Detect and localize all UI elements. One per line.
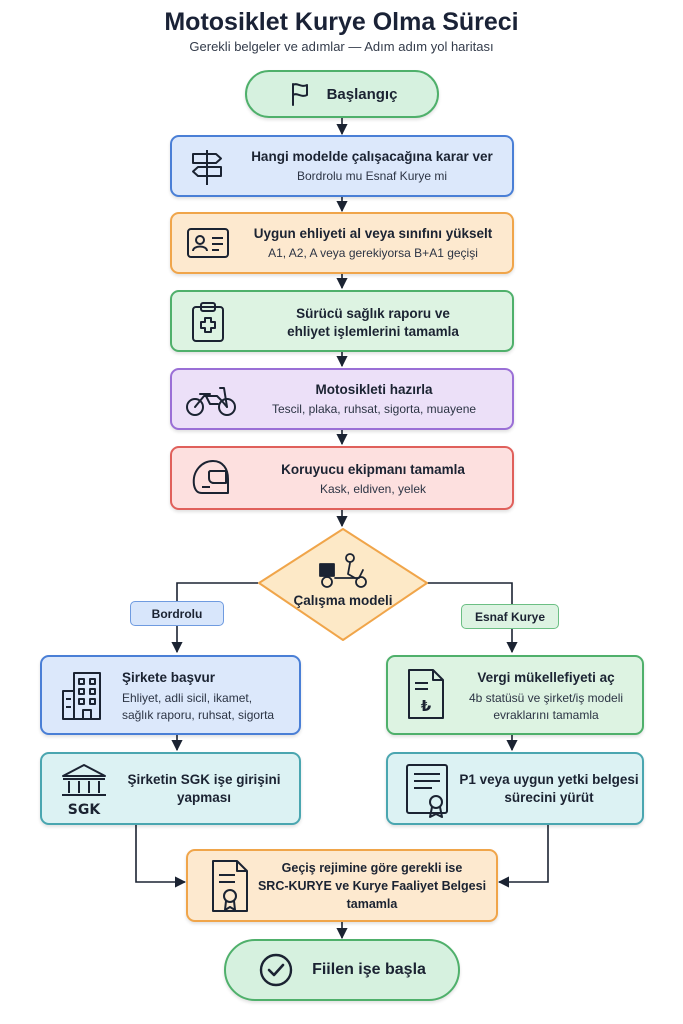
step-title: Şirkete başvur xyxy=(122,670,216,685)
decision-diamond xyxy=(258,528,428,641)
step-title-line1: Şirketin SGK işe girişini xyxy=(127,772,281,787)
step-desc: Bordrolu mu Esnaf Kurye mi xyxy=(296,169,448,183)
license-card-icon xyxy=(187,228,229,258)
motorcycle-icon xyxy=(186,387,236,416)
certificate-icon xyxy=(406,764,448,818)
certificate-document-icon xyxy=(212,860,248,912)
step-tax-registration: ₺ Vergi mükellefiyeti aç 4b statüsü ve ş… xyxy=(386,655,644,735)
end-label: Fiilen işe başla xyxy=(312,961,426,978)
step-title-line1: P1 veya uygun yetki belgesi xyxy=(459,772,639,787)
step-title-line2: yapması xyxy=(176,790,232,805)
start-node: Başlangıç xyxy=(245,70,439,118)
check-circle-icon xyxy=(259,953,293,987)
branch-tag-esnaf: Esnaf Kurye xyxy=(461,604,559,629)
page-title: Motosiklet Kurye Olma Süreci xyxy=(164,8,519,36)
step-health-report: Sürücü sağlık raporu ve ehliyet işlemler… xyxy=(170,290,514,352)
step-title-line2: ehliyet işlemlerini tamamla xyxy=(287,324,459,339)
merge-line3: tamamla xyxy=(346,897,398,911)
decision-label: Çalışma modeli xyxy=(293,593,393,608)
step-desc-line2: sağlık raporu, ruhsat, sigorta xyxy=(122,708,275,722)
building-icon xyxy=(62,672,101,720)
svg-text:SGK: SGK xyxy=(68,802,102,818)
step-desc-line2: evraklarını tamamla xyxy=(493,708,599,722)
svg-text:₺: ₺ xyxy=(421,697,432,715)
step-title: Motosikleti hazırla xyxy=(315,382,433,397)
start-label: Başlangıç xyxy=(326,85,398,103)
step-p1-certificate: P1 veya uygun yetki belgesi sürecini yür… xyxy=(386,752,644,825)
signpost-icon xyxy=(192,150,222,185)
step-desc-line1: Ehliyet, adli sicil, ikamet, xyxy=(122,691,253,705)
step-desc: Kask, eldiven, yelek xyxy=(319,482,427,496)
flag-icon xyxy=(291,83,308,106)
merge-line2: SRC-KURYE ve Kurye Faaliyet Belgesi xyxy=(257,879,487,893)
tax-document-lira-icon: ₺ xyxy=(408,669,444,719)
sgk-institution-icon: SGK xyxy=(62,764,106,818)
end-node: Fiilen işe başla xyxy=(224,939,460,1001)
step-title-line2: sürecini yürüt xyxy=(504,790,594,805)
step-title-line1: Sürücü sağlık raporu ve xyxy=(296,306,450,321)
step-title: Hangi modelde çalışacağına karar ver xyxy=(251,149,493,164)
merge-line1: Geçiş rejimine göre gerekli ise xyxy=(281,861,463,875)
step-prepare-motorcycle: Motosikleti hazırla Tescil, plaka, ruhsa… xyxy=(170,368,514,430)
delivery-scooter-icon xyxy=(319,553,367,588)
page-subtitle: Gerekli belgeler ve adımlar — Adım adım … xyxy=(189,39,494,54)
step-desc-line1: 4b statüsü ve şirket/iş modeli xyxy=(468,691,624,705)
step-title: Koruyucu ekipmanı tamamla xyxy=(281,462,465,477)
branch-tag-bordrolu: Bordrolu xyxy=(130,601,224,626)
step-title: Vergi mükellefiyeti aç xyxy=(477,670,615,685)
step-src-kurye: Geçiş rejimine göre gerekli ise SRC-KURY… xyxy=(186,849,498,922)
step-license: Uygun ehliyeti al veya sınıfını yükselt … xyxy=(170,212,514,274)
step-title: Uygun ehliyeti al veya sınıfını yükselt xyxy=(253,226,493,241)
medical-clipboard-icon xyxy=(192,302,224,342)
step-apply-company: Şirkete başvur Ehliyet, adli sicil, ikam… xyxy=(40,655,301,735)
step-desc: Tescil, plaka, ruhsat, sigorta, muayene xyxy=(271,402,477,416)
step-sgk-entry: SGK Şirketin SGK işe girişini yapması xyxy=(40,752,301,825)
helmet-icon xyxy=(192,460,229,494)
step-decide-model: Hangi modelde çalışacağına karar ver Bor… xyxy=(170,135,514,197)
step-desc: A1, A2, A veya gerekiyorsa B+A1 geçişi xyxy=(268,246,478,260)
step-protective-gear: Koruyucu ekipmanı tamamla Kask, eldiven,… xyxy=(170,446,514,510)
